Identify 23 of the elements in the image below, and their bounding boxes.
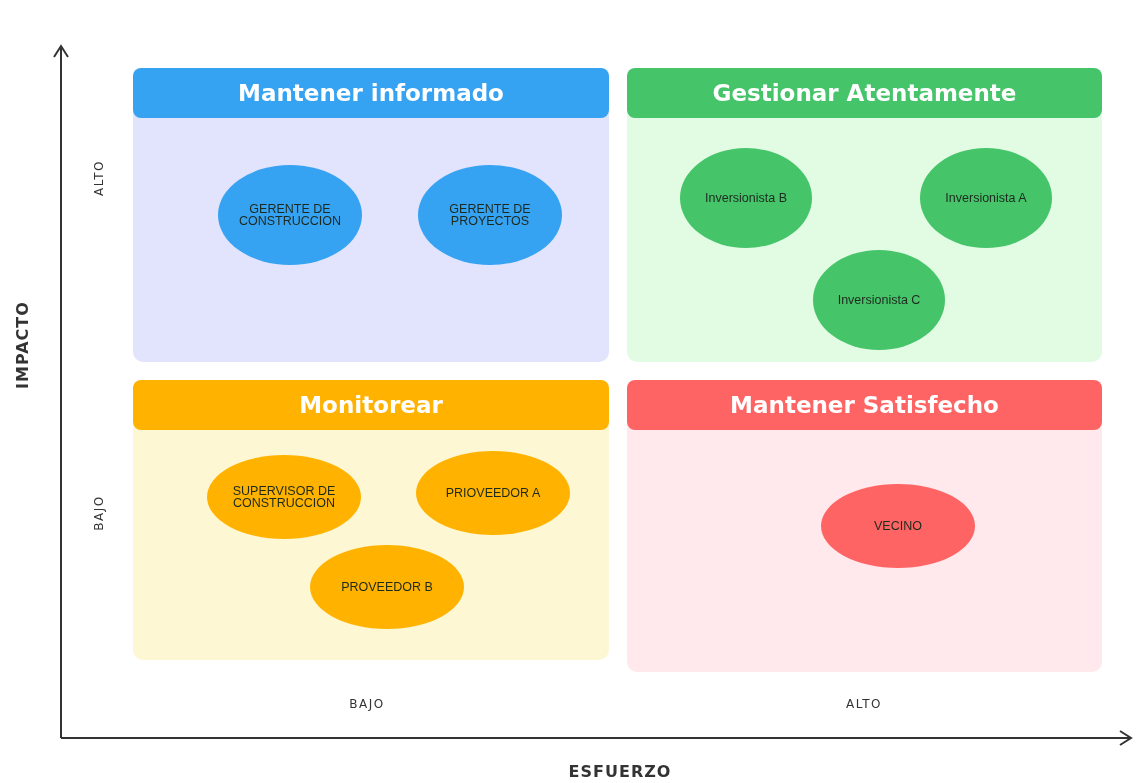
axis-title: ESFUERZO bbox=[568, 761, 672, 781]
quadrant-panel bbox=[133, 380, 609, 660]
stakeholder-name: Inversionista C bbox=[837, 293, 921, 307]
axis-level-label: BAJO bbox=[349, 697, 385, 711]
stakeholder-name: Inversionista A bbox=[945, 191, 1027, 205]
axis-level-label: ALTO bbox=[92, 160, 106, 196]
quadrant-title: Mantener informado bbox=[238, 80, 504, 106]
quadrant-panel bbox=[627, 380, 1102, 672]
quadrant-panel bbox=[133, 68, 609, 362]
stakeholder-name: Inversionista B bbox=[705, 191, 787, 205]
stakeholder-name: PROVEEDOR B bbox=[341, 580, 433, 594]
stakeholder-name: VECINO bbox=[874, 519, 922, 533]
quadrant-title: Mantener Satisfecho bbox=[730, 392, 999, 418]
quadrant-title: Gestionar Atentamente bbox=[712, 80, 1017, 106]
quadrant-panel bbox=[627, 68, 1102, 362]
stakeholder-name: PRIOVEEDOR A bbox=[445, 486, 541, 500]
axis-title: IMPACTO bbox=[12, 301, 32, 389]
axis-level-label: BAJO bbox=[92, 495, 106, 531]
stakeholder-name: GERENTE DE PROYECTOS bbox=[448, 202, 532, 228]
stakeholder-name: SUPERVISOR DE CONSTRUCCION bbox=[231, 484, 337, 510]
stakeholder-name: GERENTE DE CONSTRUCCION bbox=[237, 202, 343, 228]
quadrant-title: Monitorear bbox=[299, 392, 443, 418]
axis-level-label: ALTO bbox=[846, 697, 882, 711]
